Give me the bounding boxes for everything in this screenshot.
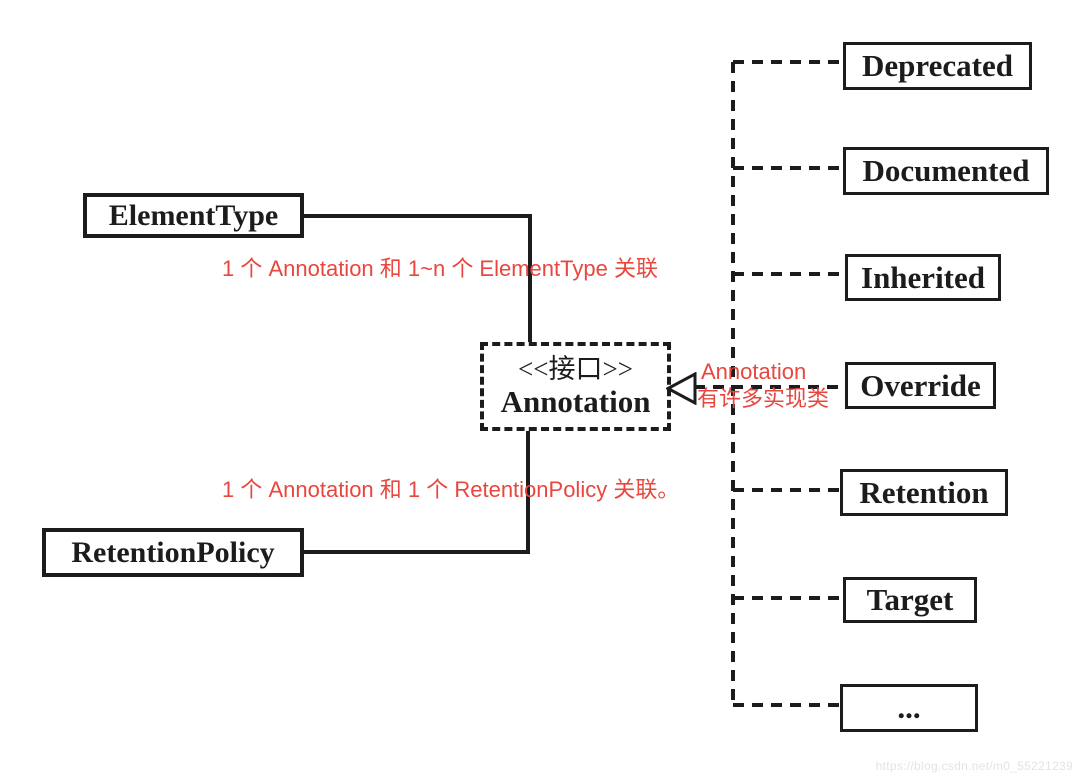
interface-name: Annotation — [500, 383, 651, 419]
impl-box-inherited: Inherited — [845, 254, 1001, 301]
impl-label-deprecated: Deprecated — [862, 48, 1013, 83]
impl-box-documented: Documented — [843, 147, 1049, 195]
realization-stub-inherited — [733, 272, 847, 276]
impl-box-target: Target — [843, 577, 977, 623]
csdn-watermark: https://blog.csdn.net/m0_55221239 — [875, 759, 1073, 773]
realization-stub-target — [733, 596, 845, 600]
connector-elementtype-horizontal — [303, 214, 532, 218]
class-box-elementtype: ElementType — [83, 193, 304, 238]
realization-stub-override — [694, 385, 847, 389]
class-box-retentionpolicy: RetentionPolicy — [42, 528, 304, 577]
connector-retentionpolicy-vertical — [526, 428, 530, 554]
impl-label-inherited: Inherited — [861, 259, 985, 295]
note-retentionpolicy-relation: 1 个 Annotation 和 1 个 RetentionPolicy 关联。 — [222, 477, 680, 502]
connector-retentionpolicy-horizontal — [301, 550, 530, 554]
realization-stub-retention — [733, 488, 842, 492]
impl-box-retention: Retention — [840, 469, 1008, 516]
impl-label-ellipsis: ... — [897, 690, 921, 725]
interface-box-annotation: <<接口>> Annotation — [480, 342, 671, 431]
impl-label-retention: Retention — [859, 474, 989, 510]
impl-box-override: Override — [845, 362, 996, 409]
impl-box-ellipsis: ... — [840, 684, 978, 732]
realization-stub-documented — [733, 166, 845, 170]
note-implementations-line1: Annotation — [701, 359, 807, 384]
impl-label-override: Override — [860, 367, 981, 403]
impl-label-target: Target — [866, 582, 954, 617]
realization-triangle-icon — [664, 371, 697, 410]
note-elementtype-relation: 1 个 Annotation 和 1~n 个 ElementType 关联 — [222, 256, 658, 281]
class-label-retentionpolicy: RetentionPolicy — [71, 535, 275, 569]
note-implementations-line2: 有许多实现类 — [697, 386, 830, 411]
impl-box-deprecated: Deprecated — [843, 42, 1032, 90]
connector-elementtype-vertical — [528, 214, 532, 345]
interface-stereotype: <<接口>> — [518, 353, 633, 384]
impl-label-documented: Documented — [862, 153, 1030, 188]
class-label-elementtype: ElementType — [108, 198, 279, 232]
realization-stub-deprecated — [733, 60, 845, 64]
realization-stub-ellipsis — [733, 703, 842, 707]
